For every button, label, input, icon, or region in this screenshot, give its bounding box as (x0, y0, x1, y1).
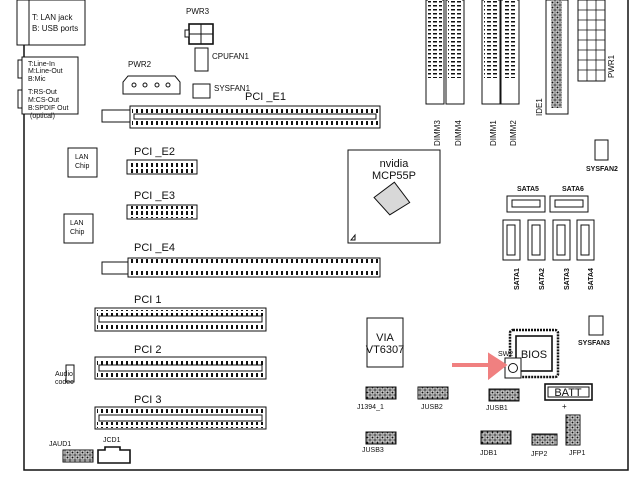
sw2-switch: SW2 (498, 351, 522, 379)
svg-text:SW2: SW2 (498, 351, 513, 358)
dimm3-label: DIMM3 (433, 120, 442, 146)
svg-text:SYSFAN2: SYSFAN2 (586, 166, 618, 173)
pointer-arrow (452, 352, 508, 381)
pci2-slot: PCI 2 (94, 344, 267, 380)
svg-text:PCI _E2: PCI _E2 (134, 146, 175, 158)
sysfan1-connector: SYSFAN1 (192, 83, 251, 99)
svg-text:J1394_1: J1394_1 (357, 404, 384, 411)
pci1-slot: PCI 1 (94, 294, 267, 332)
svg-text:JFP1: JFP1 (569, 450, 585, 457)
svg-text:LAN: LAN (75, 154, 89, 161)
lan-chip-2: LAN Chip (63, 213, 94, 244)
board-outline (23, 0, 629, 471)
svg-text:M:Line-Out: M:Line-Out (28, 68, 63, 75)
bios-chip: BIOS (508, 328, 560, 379)
ide1-connector: IDE1 (535, 0, 569, 116)
svg-text:SYSFAN1: SYSFAN1 (214, 84, 251, 93)
dimm4-label: DIMM4 (454, 120, 463, 146)
svg-text:PCI _E4: PCI _E4 (134, 242, 175, 254)
svg-text:SATA1: SATA1 (514, 268, 521, 290)
svg-text:Chip: Chip (70, 229, 85, 236)
svg-text:T:RS-Out: T:RS-Out (28, 89, 57, 96)
svg-text:Chip: Chip (75, 163, 90, 170)
svg-text:PWR3: PWR3 (186, 7, 210, 16)
svg-text:PWR1: PWR1 (607, 54, 616, 78)
audio-ports: T:Line-In M:Line-Out B:Mic T:RS-Out M:CS… (17, 56, 79, 120)
svg-text:JCD1: JCD1 (103, 437, 121, 444)
svg-text:(optical): (optical) (30, 113, 55, 120)
svg-text:JUSB1: JUSB1 (486, 405, 508, 412)
svg-text:VT6307: VT6307 (366, 344, 405, 356)
pwr1-connector: PWR1 (577, 0, 616, 82)
svg-text:LAN: LAN (70, 220, 84, 227)
svg-text:+: + (562, 402, 567, 411)
jusb3-header: JUSB3 (362, 431, 397, 454)
svg-text:JDB1: JDB1 (480, 450, 497, 457)
svg-text:B:Mic: B:Mic (28, 76, 46, 83)
lan-usb-port: T: LAN jack B: USB ports (16, 0, 86, 46)
jaud1-header: JAUD1 (49, 441, 94, 463)
svg-text:JFP2: JFP2 (531, 451, 547, 458)
dimm-slots: DIMM3 DIMM4 DIMM1 DIMM2 (425, 0, 520, 146)
svg-text:JAUD1: JAUD1 (49, 441, 71, 448)
svg-text:SATA3: SATA3 (564, 268, 571, 290)
svg-text:SATA4: SATA4 (588, 268, 595, 290)
audio-codec: Audio codec (55, 364, 75, 386)
svg-text:SATA2: SATA2 (539, 268, 546, 290)
jusb2-header: JUSB2 (417, 386, 449, 411)
jusb1-header: JUSB1 (486, 388, 520, 412)
svg-text:M:CS-Out: M:CS-Out (28, 97, 59, 104)
svg-text:CPUFAN1: CPUFAN1 (212, 52, 249, 61)
svg-text:PCI 3: PCI 3 (134, 394, 162, 406)
battery: BATT + (544, 383, 593, 411)
jfp1-header: JFP1 (565, 414, 585, 457)
lan-chip-1: LAN Chip (67, 147, 98, 178)
dimm1-label: DIMM1 (489, 120, 498, 146)
svg-text:PCI 1: PCI 1 (134, 294, 162, 306)
svg-text:PWR2: PWR2 (128, 60, 152, 69)
cpufan1-connector: CPUFAN1 (194, 47, 249, 72)
svg-text:B: USB ports: B: USB ports (32, 24, 78, 33)
jdb1-header: JDB1 (480, 430, 512, 457)
svg-text:SATA6: SATA6 (562, 186, 584, 193)
dimm2-label: DIMM2 (509, 120, 518, 146)
svg-text:PCI _E1: PCI _E1 (245, 91, 286, 103)
j1394-header: J1394_1 (357, 386, 397, 411)
pci3-slot: PCI 3 (94, 394, 267, 430)
via-firewire-chip: VIA VT6307 (366, 317, 405, 368)
jcd1-connector: JCD1 (97, 437, 131, 464)
svg-text:Audio: Audio (55, 371, 73, 378)
svg-text:JUSB3: JUSB3 (362, 447, 384, 454)
svg-text:BIOS: BIOS (521, 349, 547, 361)
pcie-e3-slot: PCI _E3 (126, 190, 198, 220)
svg-text:MCP55P: MCP55P (372, 170, 416, 182)
sata-connectors: SATA5 SATA6 SATA1 SATA2 SATA3 SATA4 (502, 186, 595, 290)
svg-text:VIA: VIA (376, 332, 394, 344)
pcie-e4-slot: PCI _E4 (101, 242, 381, 278)
svg-text:SYSFAN3: SYSFAN3 (578, 340, 610, 347)
svg-text:PCI 2: PCI 2 (134, 344, 162, 356)
svg-text:nvidia: nvidia (380, 158, 410, 170)
svg-text:B:SPDIF Out: B:SPDIF Out (28, 105, 69, 112)
sysfan3-connector: SYSFAN3 (578, 315, 610, 347)
svg-text:SATA5: SATA5 (517, 186, 539, 193)
svg-text:IDE1: IDE1 (535, 98, 544, 116)
svg-text:BATT: BATT (554, 387, 582, 399)
pwr3-connector: PWR3 (184, 7, 214, 45)
svg-text:T: LAN jack: T: LAN jack (32, 13, 73, 22)
svg-text:PCI _E3: PCI _E3 (134, 190, 175, 202)
svg-text:JUSB2: JUSB2 (421, 404, 443, 411)
sysfan2-connector: SYSFAN2 (586, 139, 618, 173)
pcie-e1-slot: PCI _E1 (101, 91, 381, 129)
svg-text:T:Line-In: T:Line-In (28, 61, 55, 68)
pcie-e2-slot: PCI _E2 (126, 146, 198, 175)
svg-text:codec: codec (55, 379, 74, 386)
jfp2-header: JFP2 (531, 433, 558, 458)
nvidia-chipset: nvidia MCP55P (347, 149, 441, 244)
pwr2-connector: PWR2 (122, 60, 181, 95)
